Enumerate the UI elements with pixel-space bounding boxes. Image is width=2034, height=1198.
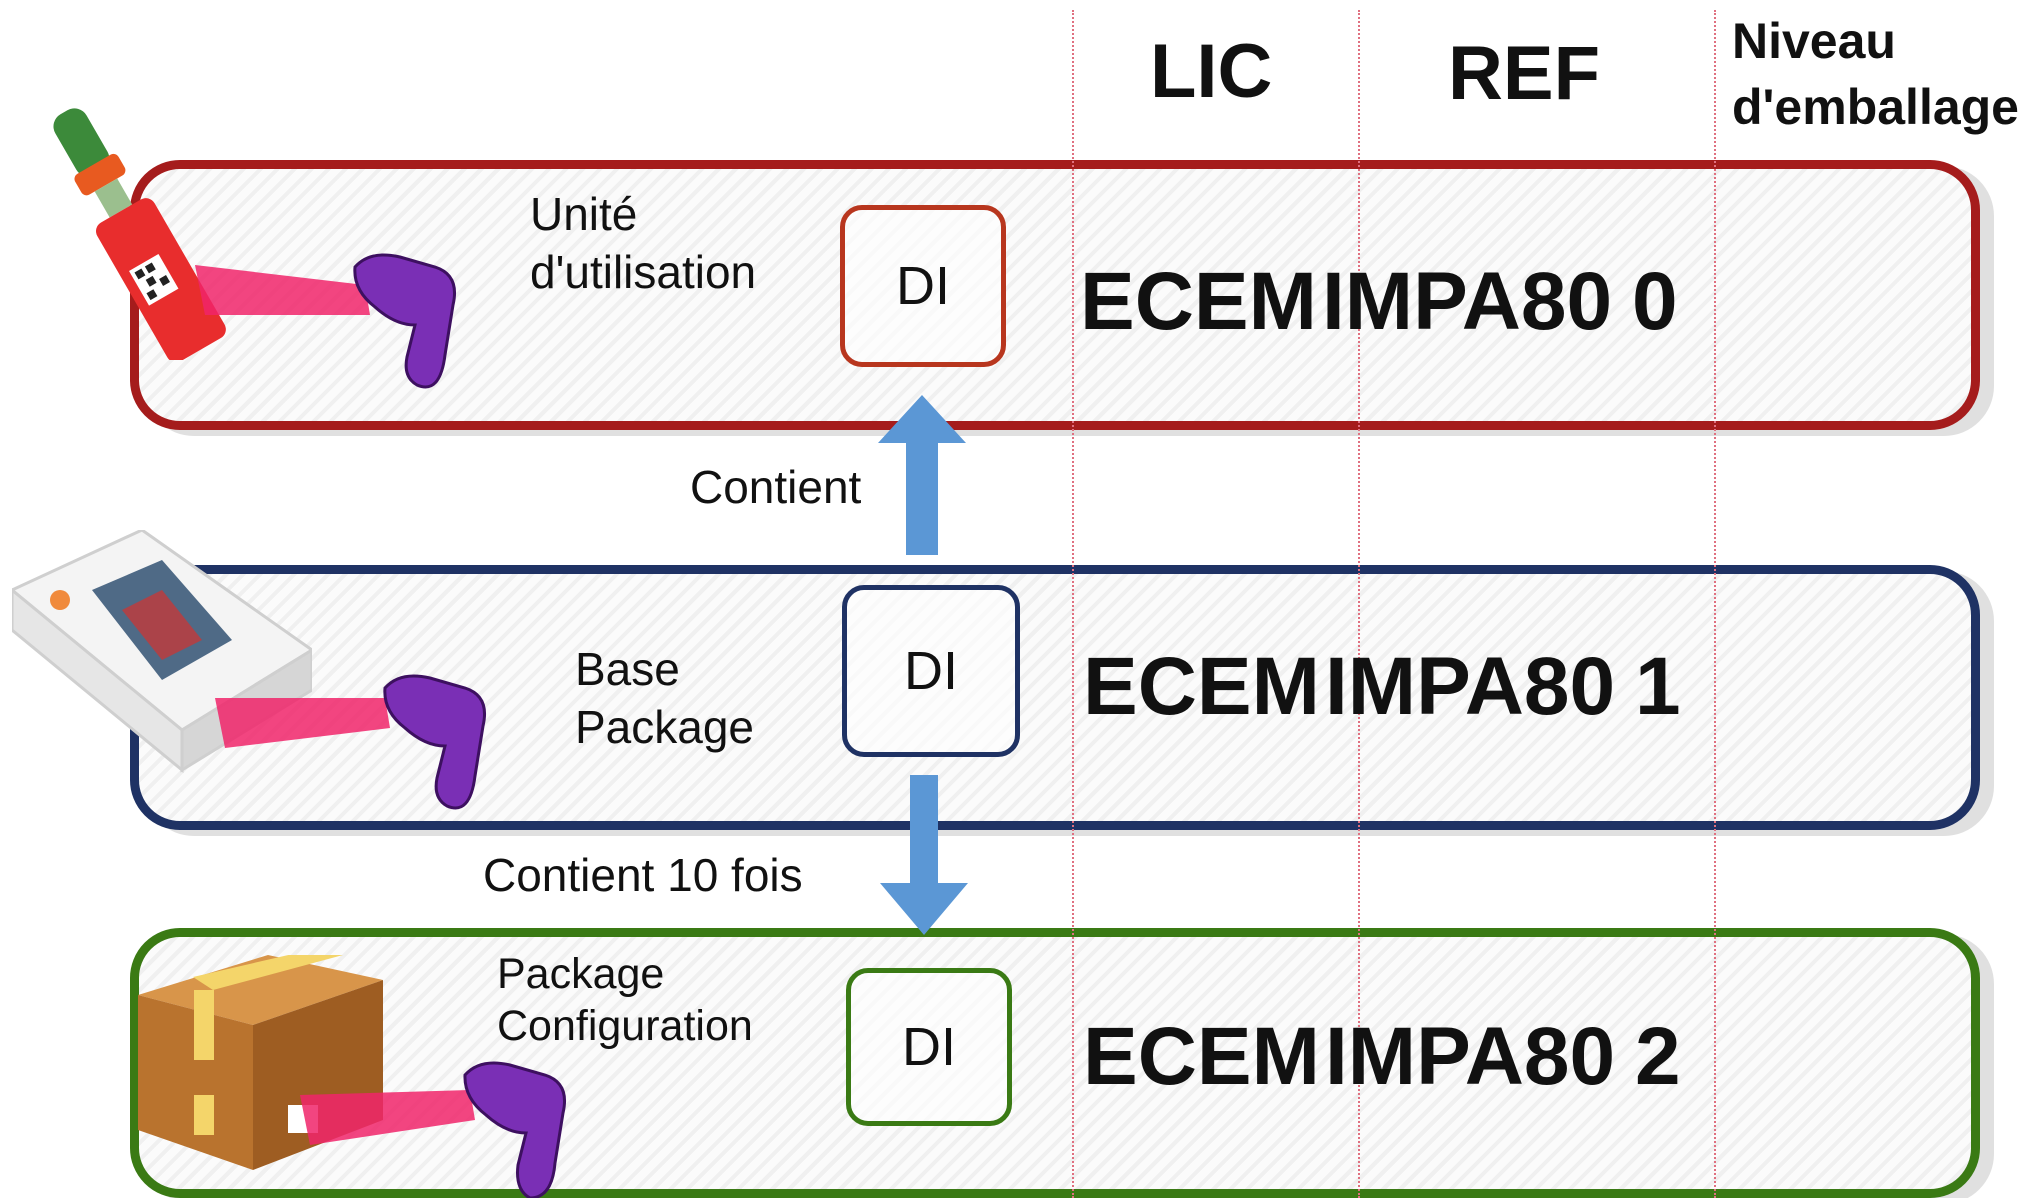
divider-ref (1358, 10, 1360, 1198)
row-label-1: Base Package (575, 643, 755, 753)
ref-header: REF (1448, 31, 1600, 116)
divider-niveau (1714, 10, 1716, 1198)
lic-value-2: ECEM (1083, 1011, 1320, 1102)
lic-value-1: ECEM (1083, 641, 1320, 732)
divider-lic (1072, 10, 1074, 1198)
ref-value-2: IMPA80 (1325, 1011, 1616, 1102)
di-box-0: DI (840, 205, 1006, 367)
arrow-label-contient: Contient (690, 461, 862, 513)
row-band-0 (130, 160, 1980, 430)
niveau-value-2: 2 (1635, 1011, 1681, 1102)
barcode-scanner-icon (215, 674, 486, 810)
di-box-1: DI (842, 585, 1020, 757)
niveau-header: Niveau d'emballage (1732, 13, 2019, 135)
down-arrow-icon (880, 775, 968, 935)
vial-icon (53, 108, 226, 360)
barcode-scanner-icon (300, 1061, 566, 1198)
up-arrow-icon (878, 395, 966, 555)
lic-header: LIC (1150, 29, 1273, 114)
di-box-2: DI (846, 968, 1012, 1126)
box-package-icon (12, 530, 312, 774)
row-band-2 (130, 928, 1980, 1198)
arrow-label-contient-10: Contient 10 fois (483, 849, 803, 901)
row-label-0: Unité d'utilisation (530, 188, 757, 298)
barcode-scanner-icon (195, 253, 456, 389)
ref-value-1: IMPA80 (1325, 641, 1616, 732)
niveau-value-0: 0 (1632, 256, 1678, 347)
lic-value-0: ECEM (1080, 256, 1317, 347)
niveau-value-1: 1 (1635, 641, 1681, 732)
row-label-2: Package Configuration (497, 950, 753, 1050)
ref-value-0: IMPA80 (1322, 256, 1613, 347)
